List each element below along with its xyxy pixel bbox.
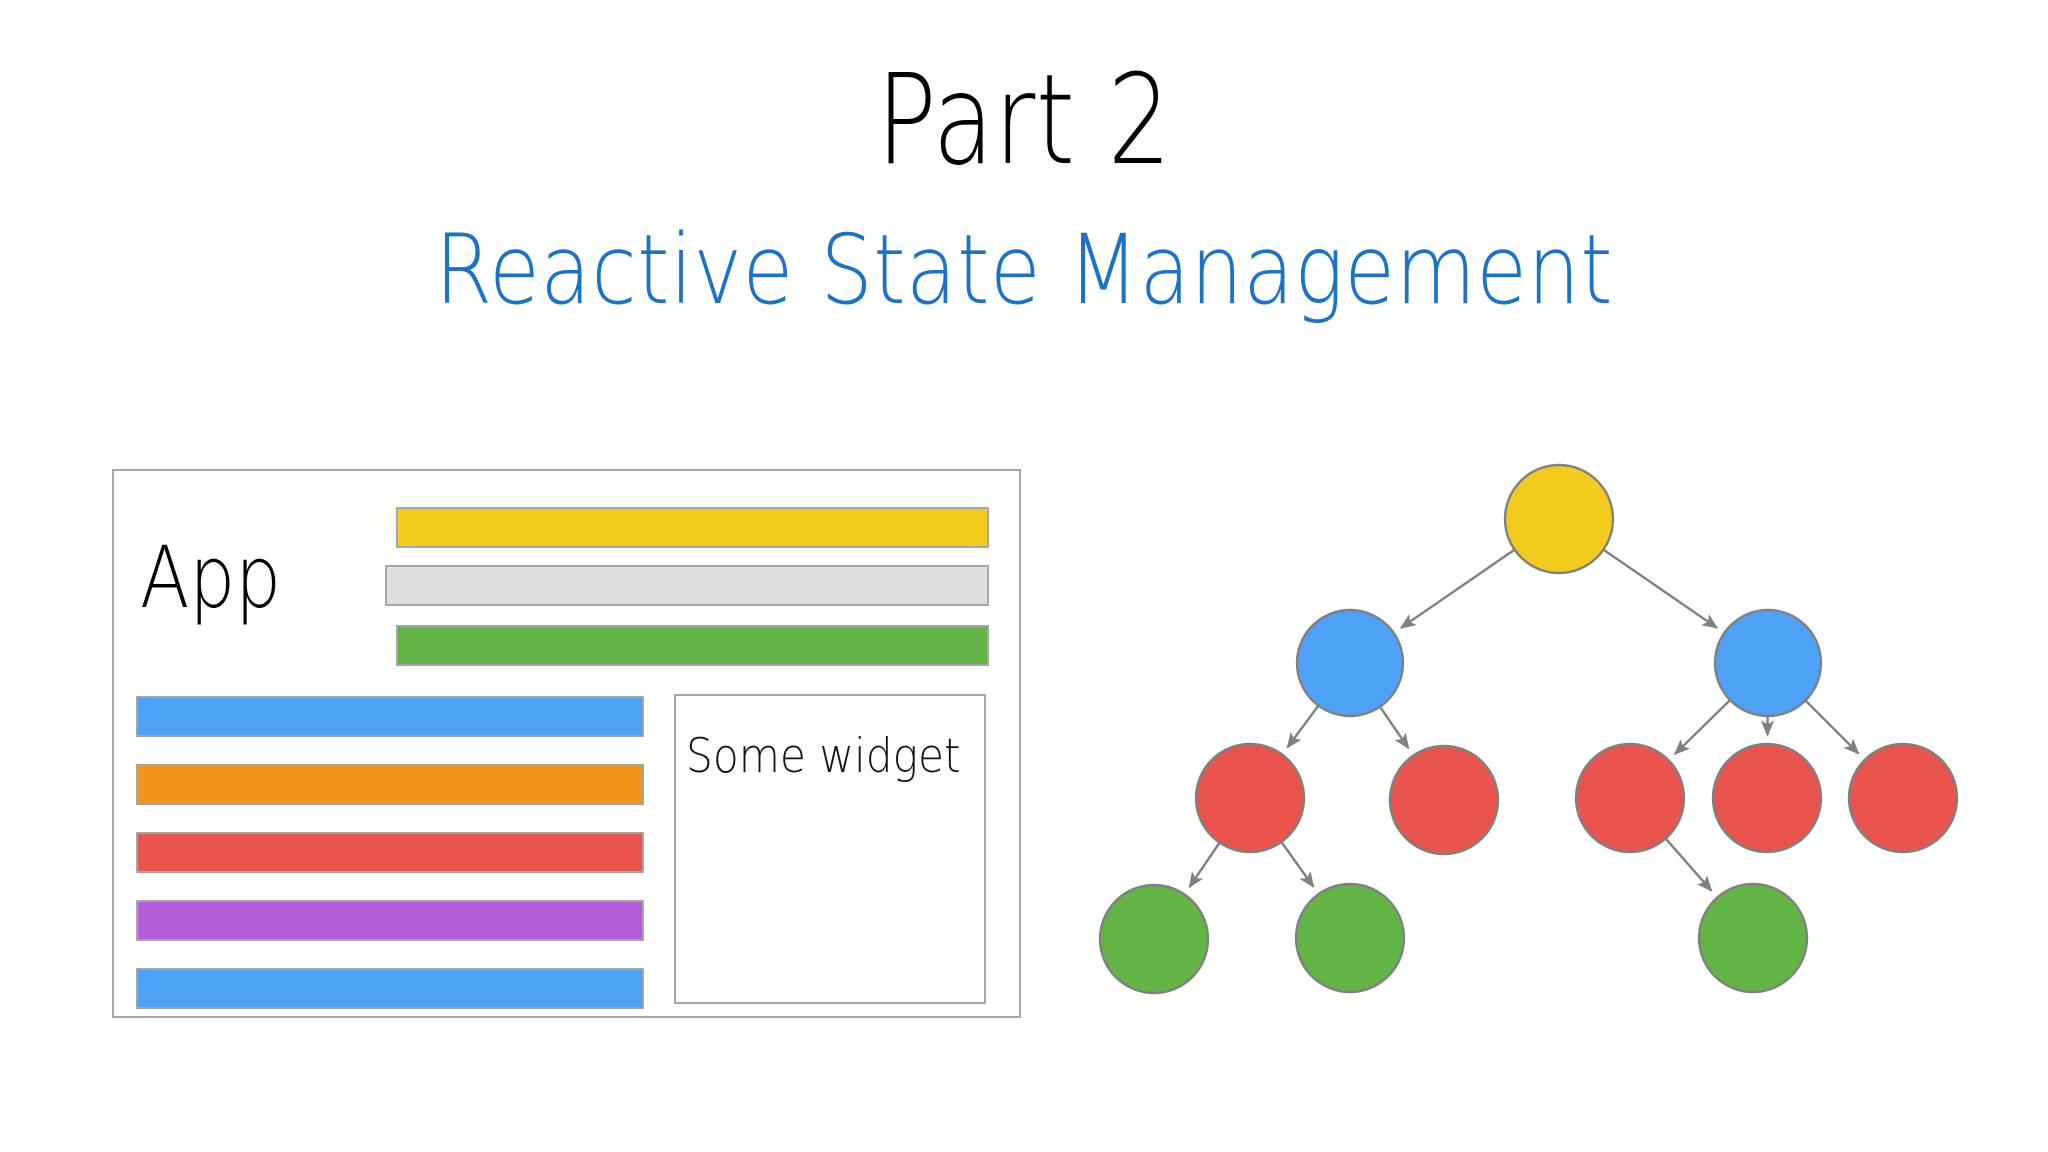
green-node-1[interactable] — [1098, 883, 1210, 995]
blue-node-left[interactable] — [1295, 608, 1405, 718]
edge-blueleft-to-red2 — [1379, 706, 1410, 750]
red-bar[interactable] — [136, 832, 644, 873]
page-subtitle: Reactive State Management — [434, 214, 1614, 326]
blue-bar-1[interactable] — [136, 696, 644, 737]
root-node-yellow[interactable] — [1503, 463, 1615, 575]
some-widget-label: Some widget — [686, 729, 961, 784]
edge-blueright-to-red5 — [1805, 700, 1860, 755]
red-node-3[interactable] — [1574, 742, 1686, 854]
green-node-2[interactable] — [1294, 882, 1406, 994]
grey-bar[interactable] — [385, 565, 989, 606]
orange-bar[interactable] — [136, 764, 644, 805]
some-widget-panel[interactable] — [674, 694, 986, 1004]
edge-root-to-blue-right — [1603, 549, 1719, 629]
edge-red3-to-green3 — [1665, 838, 1713, 892]
red-node-4[interactable] — [1711, 742, 1823, 854]
blue-node-right[interactable] — [1713, 608, 1823, 718]
red-node-2[interactable] — [1388, 744, 1500, 856]
app-label: App — [140, 528, 282, 628]
purple-bar[interactable] — [136, 900, 644, 941]
blue-bar-2[interactable] — [136, 968, 644, 1009]
red-node-5[interactable] — [1847, 742, 1959, 854]
tree-nodes-group — [1098, 463, 1959, 995]
tree-edges-group — [1188, 549, 1860, 892]
edge-root-to-blue-left — [1399, 549, 1515, 629]
tree-svg — [1098, 463, 1959, 995]
component-tree-diagram — [1050, 430, 2030, 1050]
edge-red1-to-green1 — [1188, 842, 1221, 889]
green-node-3[interactable] — [1697, 882, 1809, 994]
edge-red1-to-green2 — [1280, 842, 1315, 888]
page-title: Part 2 — [876, 48, 1172, 193]
red-node-1[interactable] — [1194, 742, 1306, 854]
edge-blueright-to-red3 — [1674, 699, 1731, 755]
yellow-bar[interactable] — [396, 507, 989, 548]
green-bar[interactable] — [396, 625, 989, 666]
edge-blueleft-to-red1 — [1286, 705, 1319, 749]
